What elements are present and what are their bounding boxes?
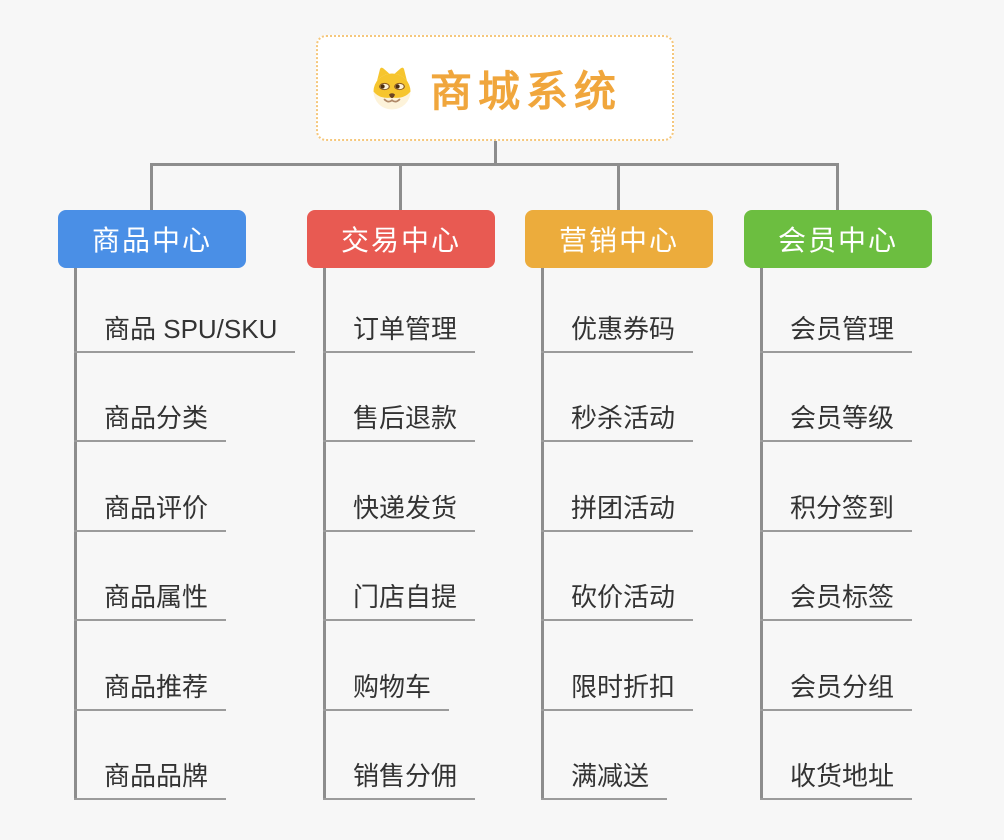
leaf-node[interactable]: 拼团活动 (541, 491, 694, 532)
leaf-node[interactable]: 会员标签 (760, 580, 913, 621)
leaf-node[interactable]: 商品 SPU/SKU (74, 312, 296, 353)
branch-spine (541, 268, 544, 800)
leaf-node[interactable]: 售后退款 (323, 401, 476, 442)
leaf-node[interactable]: 快递发货 (323, 491, 476, 532)
connector-root-stem (494, 140, 497, 166)
root-node[interactable]: 商城系统 (316, 35, 674, 141)
connector-drop-product (150, 163, 153, 211)
leaf-node[interactable]: 会员等级 (760, 401, 913, 442)
leaf-node[interactable]: 积分签到 (760, 491, 913, 532)
branch-trade: 交易中心 订单管理 售后退款 快递发货 门店自提 购物车 销售分佣 (307, 210, 495, 810)
leaf-node[interactable]: 砍价活动 (541, 580, 694, 621)
connector-drop-marketing (617, 163, 620, 211)
branch-header-member[interactable]: 会员中心 (744, 210, 932, 268)
leaf-node[interactable]: 购物车 (323, 670, 450, 711)
connector-horizontal-bar (150, 163, 839, 166)
connector-drop-member (836, 163, 839, 211)
branch-header-trade[interactable]: 交易中心 (307, 210, 495, 268)
root-title: 商城系统 (429, 67, 622, 115)
branch-header-marketing[interactable]: 营销中心 (525, 210, 713, 268)
leaf-node[interactable]: 会员管理 (760, 312, 913, 353)
branch-header-product[interactable]: 商品中心 (58, 210, 246, 268)
leaf-node[interactable]: 秒杀活动 (541, 401, 694, 442)
leaf-node[interactable]: 限时折扣 (541, 670, 694, 711)
leaf-node[interactable]: 订单管理 (323, 312, 476, 353)
leaf-node[interactable]: 门店自提 (323, 580, 476, 621)
leaf-node[interactable]: 商品评价 (74, 491, 227, 532)
leaf-node[interactable]: 优惠券码 (541, 312, 694, 353)
branch-member: 会员中心 会员管理 会员等级 积分签到 会员标签 会员分组 收货地址 (744, 210, 932, 810)
leaf-node[interactable]: 满减送 (541, 759, 668, 800)
leaf-node[interactable]: 商品分类 (74, 401, 227, 442)
leaf-node[interactable]: 销售分佣 (323, 759, 476, 800)
branch-spine (323, 268, 326, 800)
branch-product: 商品中心 商品 SPU/SKU 商品分类 商品评价 商品属性 商品推荐 商品品牌 (58, 210, 296, 810)
doge-face-icon (373, 67, 411, 109)
branch-spine (74, 268, 77, 800)
leaf-node[interactable]: 商品推荐 (74, 670, 227, 711)
connector-drop-trade (399, 163, 402, 211)
leaf-node[interactable]: 商品属性 (74, 580, 227, 621)
leaf-node[interactable]: 收货地址 (760, 759, 913, 800)
branch-spine (760, 268, 763, 800)
branch-marketing: 营销中心 优惠券码 秒杀活动 拼团活动 砍价活动 限时折扣 满减送 (525, 210, 713, 810)
leaf-node[interactable]: 会员分组 (760, 670, 913, 711)
leaf-node[interactable]: 商品品牌 (74, 759, 227, 800)
